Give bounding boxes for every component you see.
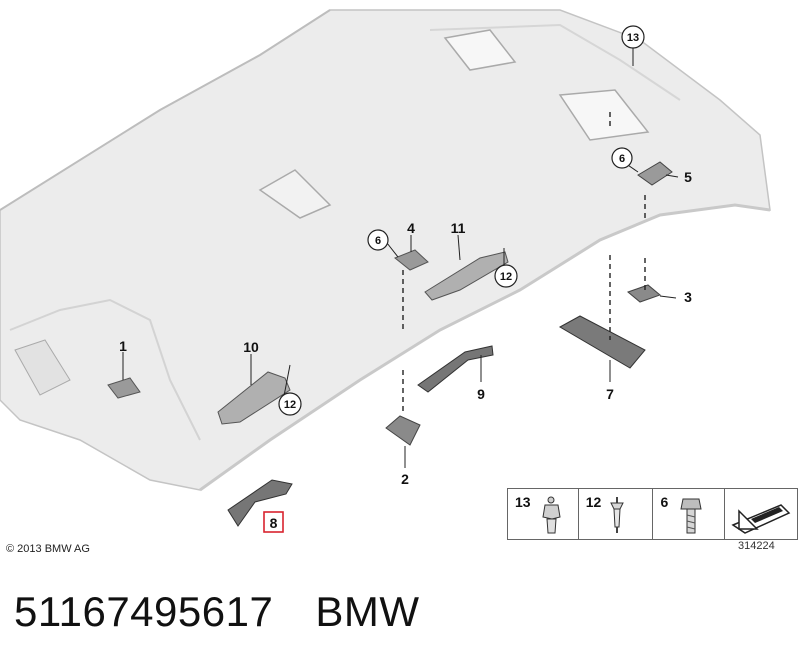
- callout-5: 5: [684, 169, 692, 185]
- brand-name: BMW: [315, 588, 420, 635]
- svg-text:12: 12: [500, 271, 512, 283]
- callout-11: 11: [451, 220, 466, 236]
- callout-1: 1: [119, 338, 127, 354]
- leader-lines: [122, 48, 679, 468]
- part-3-cover: [627, 284, 661, 303]
- legend-cell-12: 12: [579, 489, 654, 539]
- callout-9: 9: [477, 386, 485, 402]
- part-number: 51167495617: [14, 588, 274, 635]
- callout-7: 7: [606, 386, 614, 402]
- parts-diagram: 1 10 4 11 5 3 7 9 2 6 6 12 12 13 8: [0, 9, 771, 533]
- legend-number-13: 13: [515, 494, 531, 510]
- callout-3: 3: [684, 289, 692, 305]
- legend-cell-arrow: [725, 489, 797, 539]
- part-4-bracket: [394, 249, 429, 271]
- part-2-cover: [385, 415, 421, 446]
- part-footer: 51167495617 BMW: [14, 588, 419, 636]
- callout-12-circle-a: 12: [494, 264, 518, 288]
- copyright-text: © 2013 BMW AG: [6, 543, 90, 555]
- svg-text:12: 12: [284, 399, 296, 411]
- legend-cell-6: 6: [653, 489, 726, 539]
- assembly-lines: [402, 112, 646, 415]
- legend-cell-13: 13: [508, 489, 579, 539]
- legend-number-6: 6: [660, 494, 669, 510]
- drawing-number: 314224: [738, 540, 775, 552]
- direction-arrow-icon: [731, 504, 791, 534]
- callout-4: 4: [407, 220, 415, 236]
- callout-13-circle: 13: [621, 25, 645, 49]
- part-11-grab-handle-bracket: [424, 251, 509, 301]
- screw-icon: [680, 498, 703, 534]
- fastener-legend: 13 12 6: [507, 488, 798, 540]
- callout-10: 10: [243, 339, 259, 355]
- part-10-grab-handle-bracket: [217, 371, 291, 425]
- clip-icon: [542, 496, 561, 534]
- callout-12-circle-b: 12: [278, 392, 302, 416]
- part-8-grab-handle: [227, 479, 293, 527]
- part-5-bracket: [637, 161, 673, 186]
- part-9-grab-handle: [417, 345, 494, 393]
- rivet-icon: [609, 497, 624, 533]
- callout-6-circle-a: 6: [611, 147, 633, 169]
- part-1-mount: [107, 377, 141, 399]
- callout-2: 2: [401, 471, 409, 487]
- part-7-cover-plate: [558, 315, 646, 369]
- headliner-panel: [0, 9, 771, 492]
- sunroof-opening: [14, 29, 650, 396]
- svg-text:13: 13: [627, 32, 639, 44]
- legend-number-12: 12: [585, 494, 602, 510]
- callout-6-circle-b: 6: [367, 229, 389, 251]
- callout-8-highlighted[interactable]: 8: [263, 511, 284, 533]
- svg-text:6: 6: [375, 235, 381, 247]
- svg-text:8: 8: [270, 515, 278, 531]
- svg-text:6: 6: [619, 153, 625, 165]
